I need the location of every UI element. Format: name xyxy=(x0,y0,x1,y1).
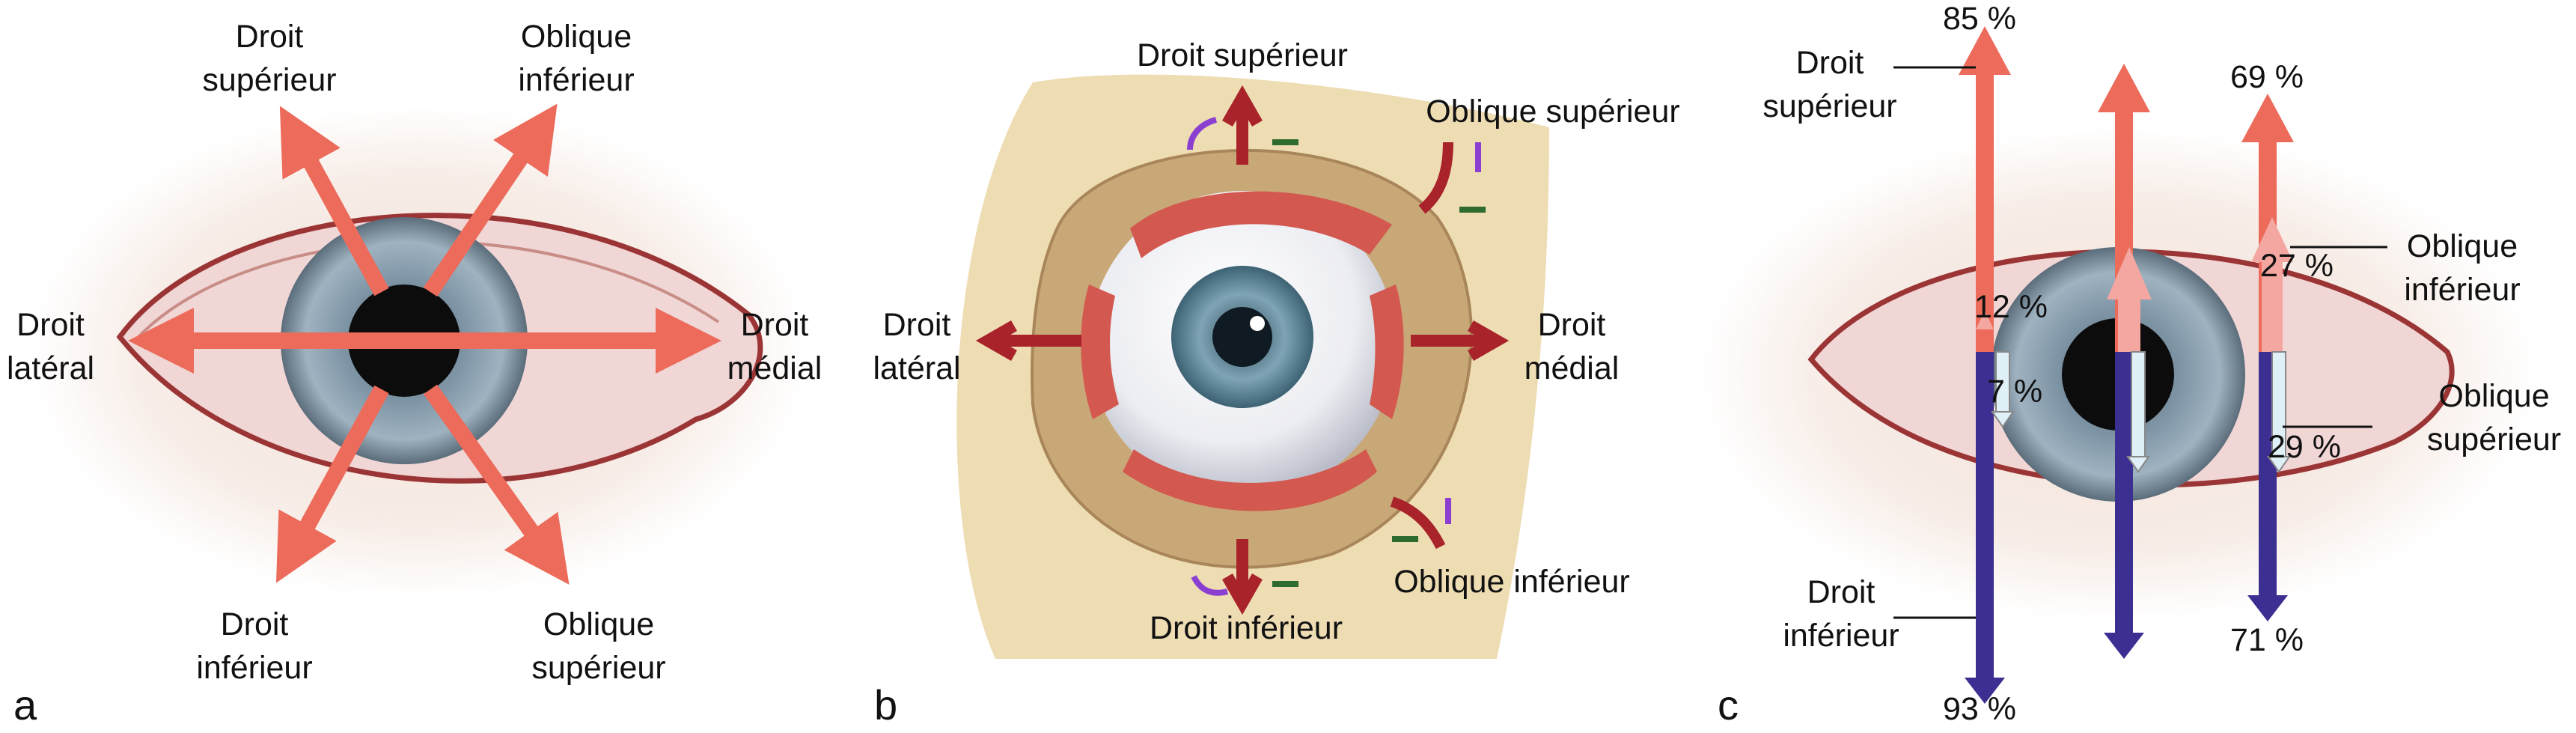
label-a-left: Droit latéral xyxy=(0,303,101,390)
label-b-left: Droit latéral xyxy=(853,303,980,390)
label-line: Droit xyxy=(882,307,951,343)
label-line: latéral xyxy=(873,350,961,386)
label-b-right: Droit médial xyxy=(1508,303,1635,390)
panel-b-arrows xyxy=(975,85,1510,615)
label-a-top-left: Droit supérieur xyxy=(187,15,352,102)
label-line: Oblique xyxy=(2438,378,2550,414)
muscle-droit-superieur xyxy=(1130,191,1392,258)
label-line: médial xyxy=(1524,350,1620,386)
arrow-droit-superieur xyxy=(279,106,389,296)
label-line: Droit xyxy=(16,307,85,343)
arrow-oblique-inferieur xyxy=(423,103,558,297)
label-c-oblique-inferieur: Oblique inférieur xyxy=(2380,225,2545,311)
label-line: inférieur xyxy=(2404,272,2521,308)
arrow-right-darkred xyxy=(1411,320,1510,361)
arrow-oblique-sup-darkred xyxy=(1418,142,1453,214)
label-line: Droit xyxy=(1807,574,1875,610)
panel-c-bars xyxy=(1959,26,2294,704)
label-line: supérieur xyxy=(1762,88,1897,124)
label-b-top-right: Oblique supérieur xyxy=(1426,94,1680,130)
pct-93: 93 % xyxy=(1943,691,2017,727)
panel-b-globe xyxy=(1081,191,1404,511)
pct-71: 71 % xyxy=(2230,622,2304,658)
label-c-droit-inferieur: Droit inférieur xyxy=(1766,571,1916,657)
arrow-purple-1 xyxy=(1187,117,1218,150)
arrow-oblique-inf-darkred xyxy=(1390,496,1446,550)
label-line: latéral xyxy=(6,350,95,386)
arrow-down-darkred xyxy=(1222,539,1263,615)
label-c-droit-superieur: Droit supérieur xyxy=(1751,41,1908,128)
muscle-droit-medial xyxy=(1370,285,1404,419)
arrow-left-darkred xyxy=(975,320,1081,361)
label-b-top: Droit supérieur xyxy=(1137,37,1348,73)
arrow-oblique-superieur xyxy=(424,384,570,585)
panel-letter-c: c xyxy=(1718,681,1739,729)
pct-27: 27 % xyxy=(2260,248,2334,284)
label-line: supérieur xyxy=(202,62,337,98)
pct-85: 85 % xyxy=(1943,1,2017,37)
label-line: supérieur xyxy=(531,650,666,686)
label-b-bottom-right: Oblique inférieur xyxy=(1394,564,1630,600)
label-line: Oblique xyxy=(543,606,655,642)
label-line: Droit xyxy=(1537,307,1606,343)
panel-c-leader-lines xyxy=(1893,66,2387,619)
panel-a-arrows xyxy=(128,103,721,585)
label-a-right: Droit médial xyxy=(711,303,838,390)
arrow-up-darkred xyxy=(1222,85,1263,165)
pct-12: 12 % xyxy=(1974,289,2048,325)
muscle-droit-inferieur xyxy=(1123,449,1377,511)
label-line: Droit xyxy=(740,307,809,343)
arrow-purple-3 xyxy=(1191,575,1228,596)
label-b-bottom: Droit inférieur xyxy=(1149,610,1343,646)
label-line: inférieur xyxy=(518,62,635,98)
label-line: inférieur xyxy=(196,650,313,686)
pct-69: 69 % xyxy=(2230,59,2304,95)
pct-29: 29 % xyxy=(2268,429,2342,465)
muscle-droit-lateral xyxy=(1081,285,1119,419)
label-line: médial xyxy=(727,350,822,386)
label-a-top-right: Oblique inférieur xyxy=(494,15,659,102)
label-a-bottom-left: Droit inférieur xyxy=(172,603,337,690)
label-line: Oblique xyxy=(520,19,632,55)
arrow-droit-inferieur xyxy=(275,385,389,583)
label-c-oblique-superieur: Oblique supérieur xyxy=(2414,374,2575,461)
label-line: Oblique xyxy=(2406,228,2518,264)
label-line: supérieur xyxy=(2426,422,2562,457)
label-line: Droit xyxy=(1795,45,1864,81)
label-line: Droit xyxy=(235,19,304,55)
label-line: Droit xyxy=(220,606,289,642)
panel-a-eye xyxy=(30,105,808,599)
label-a-bottom-right: Oblique supérieur xyxy=(513,603,685,690)
panel-letter-b: b xyxy=(874,681,898,729)
panel-letter-a: a xyxy=(13,681,37,729)
pct-7: 7 % xyxy=(1987,374,2043,410)
label-line: inférieur xyxy=(1783,618,1899,654)
